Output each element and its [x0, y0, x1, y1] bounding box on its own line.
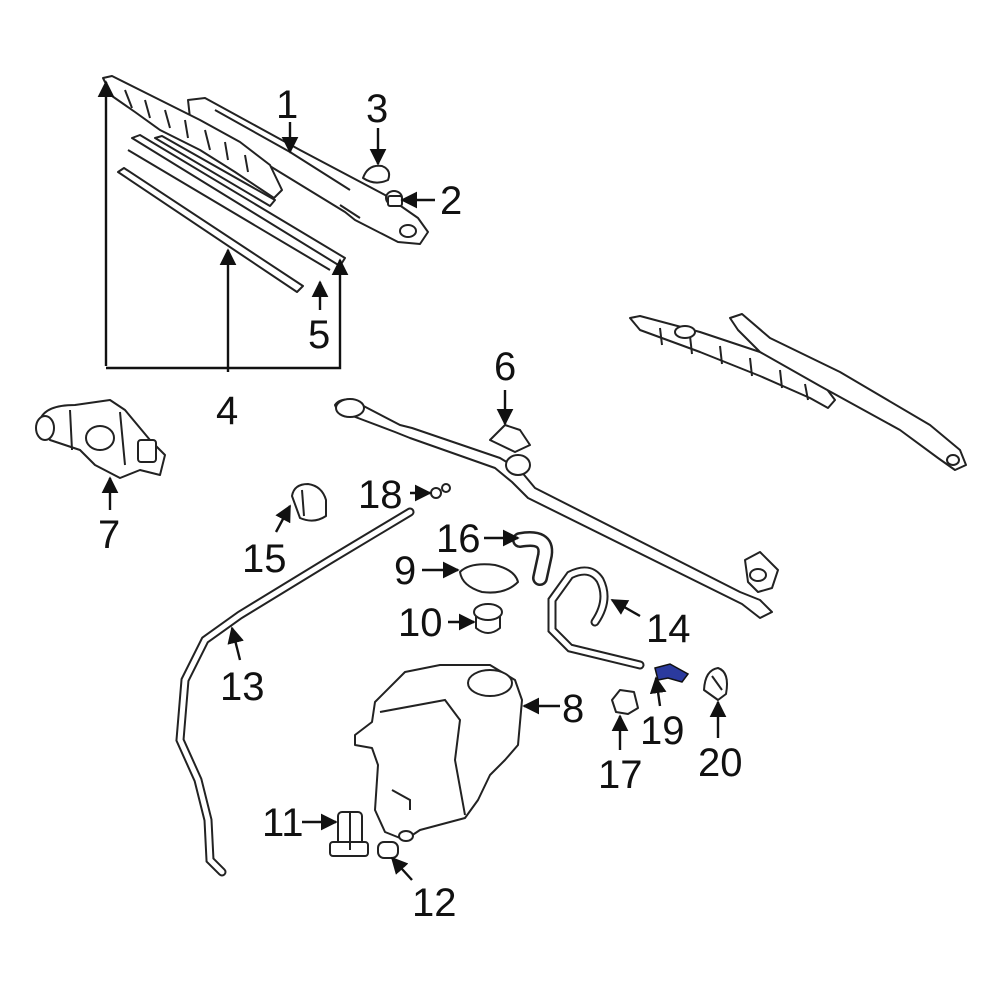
- leader-14: [610, 598, 641, 618]
- hose-elbow-part[interactable]: [512, 531, 554, 586]
- callout-15: 15: [242, 537, 287, 581]
- reservoir-cap-part[interactable]: [459, 563, 519, 594]
- washer-nozzle-part[interactable]: [611, 689, 639, 715]
- callout-20: 20: [698, 741, 743, 785]
- callout-17: 17: [598, 753, 643, 797]
- callout-16: 16: [436, 517, 481, 561]
- callout-10: 10: [398, 601, 443, 645]
- nozzle-clip-part[interactable]: [430, 483, 451, 499]
- callout-11: 11: [262, 801, 304, 845]
- nozzle-cover-part[interactable]: [703, 667, 728, 701]
- arm-cap-part[interactable]: [362, 164, 391, 184]
- callout-3: 3: [366, 87, 388, 131]
- callout-1: 1: [276, 83, 298, 127]
- callout-13: 13: [220, 665, 265, 709]
- passenger-wiper-arm-blade[interactable]: [629, 313, 967, 471]
- leader-4-right: [106, 258, 349, 370]
- callout-4: 4: [216, 389, 238, 433]
- callout-labels: 1 2 3 4 5 6 7 8 9 10 11 12 13 14 15 16 1…: [98, 83, 743, 925]
- callout-7: 7: [98, 513, 120, 557]
- washer-hose-long-part[interactable]: [175, 507, 415, 877]
- callout-8: 8: [562, 687, 584, 731]
- callout-6: 6: [494, 345, 516, 389]
- check-valve-part[interactable]: [654, 663, 690, 683]
- arm-nut-part[interactable]: [385, 190, 403, 207]
- washer-reservoir-part[interactable]: [354, 664, 523, 842]
- callout-18: 18: [358, 473, 403, 517]
- leader-lines: [97, 80, 727, 881]
- callout-9: 9: [394, 549, 416, 593]
- filler-neck-seal-part[interactable]: [473, 603, 503, 634]
- callout-12: 12: [412, 881, 457, 925]
- washer-pump-part[interactable]: [329, 811, 369, 857]
- wiper-linkage-part[interactable]: [334, 398, 779, 619]
- wiper-blade-part[interactable]: [102, 75, 346, 293]
- wiper-motor-part[interactable]: [35, 399, 166, 479]
- grommet-part[interactable]: [291, 483, 327, 522]
- pump-grommet-part[interactable]: [377, 841, 399, 859]
- callout-2: 2: [440, 179, 462, 223]
- leader-13: [227, 626, 244, 661]
- leader-15: [274, 504, 292, 533]
- callout-5: 5: [308, 313, 330, 357]
- washer-hose-short-part[interactable]: [547, 566, 645, 670]
- callout-19: 19: [640, 709, 685, 753]
- leader-12: [390, 856, 413, 881]
- callout-14: 14: [646, 607, 691, 651]
- leader-19: [649, 676, 667, 707]
